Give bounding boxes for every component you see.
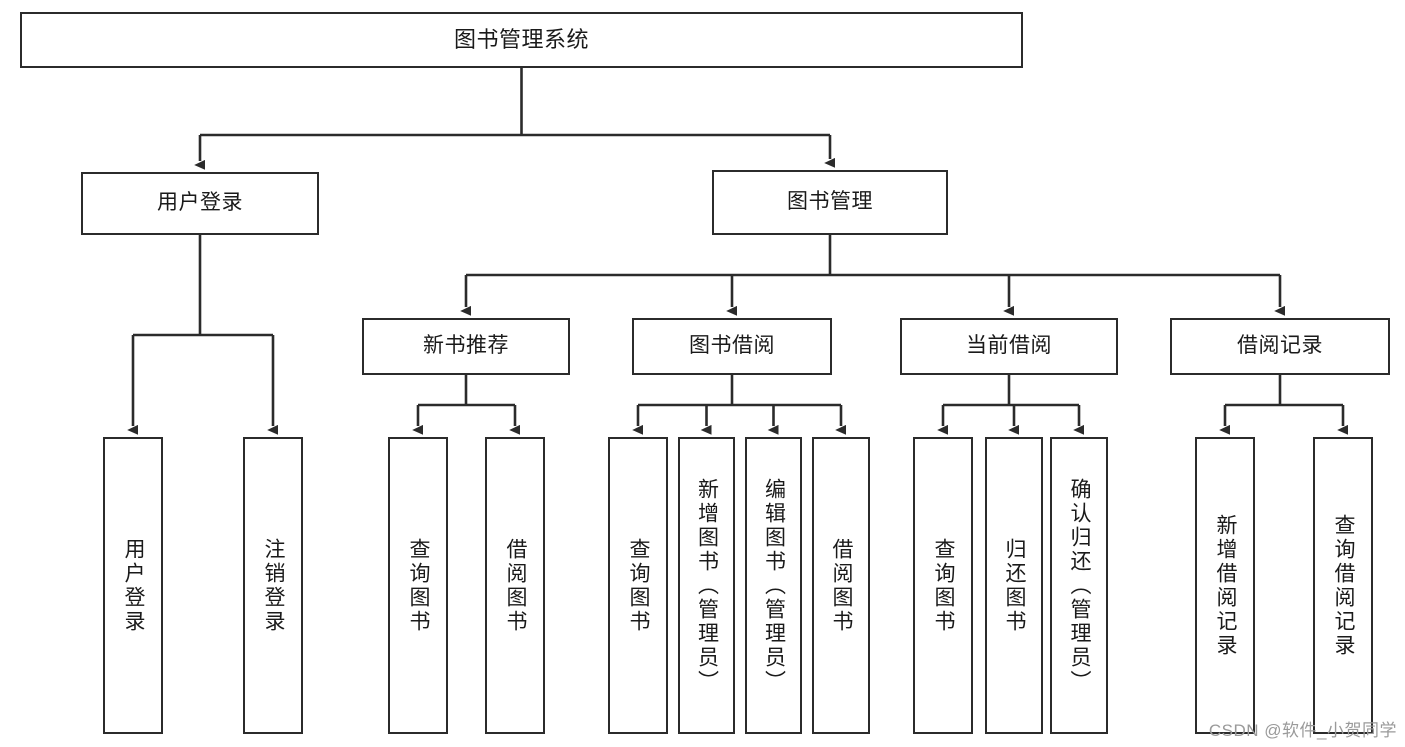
leaf-record-add-record-label: 新增借阅记录: [1214, 513, 1238, 658]
leaf-user-login-label: 用户登录: [122, 537, 146, 634]
node-user-login[interactable]: 用户登录: [81, 172, 319, 235]
leaf-borrow-edit-book-label: 编辑图书（管理员）: [762, 477, 786, 694]
node-current-borrow[interactable]: 当前借阅: [900, 318, 1118, 375]
node-borrow-record-label: 借阅记录: [1237, 334, 1323, 358]
leaf-record-query-record[interactable]: 查询借阅记录: [1313, 437, 1373, 734]
node-current-borrow-label: 当前借阅: [966, 334, 1052, 358]
node-user-login-label: 用户登录: [157, 191, 243, 215]
leaf-current-return-book-label: 归还图书: [1003, 537, 1027, 634]
leaf-user-logout[interactable]: 注销登录: [243, 437, 303, 734]
node-book-manage[interactable]: 图书管理: [712, 170, 948, 235]
leaf-current-confirm-return[interactable]: 确认归还（管理员）: [1050, 437, 1108, 734]
leaf-borrow-add-book-label: 新增图书（管理员）: [695, 477, 719, 694]
leaf-newbook-query-book-label: 查询图书: [407, 537, 431, 634]
leaf-borrow-edit-book[interactable]: 编辑图书（管理员）: [745, 437, 802, 734]
leaf-newbook-query-book[interactable]: 查询图书: [388, 437, 448, 734]
leaf-borrow-query-book[interactable]: 查询图书: [608, 437, 668, 734]
leaf-newbook-borrow-book[interactable]: 借阅图书: [485, 437, 545, 734]
leaf-record-query-record-label: 查询借阅记录: [1332, 513, 1356, 658]
node-book-borrow-label: 图书借阅: [689, 334, 775, 358]
node-borrow-record[interactable]: 借阅记录: [1170, 318, 1390, 375]
node-book-manage-label: 图书管理: [787, 190, 873, 214]
leaf-record-add-record[interactable]: 新增借阅记录: [1195, 437, 1255, 734]
watermark: CSDN @软件_小贺同学: [1208, 721, 1397, 740]
leaf-borrow-query-book-label: 查询图书: [627, 537, 651, 634]
leaf-user-login[interactable]: 用户登录: [103, 437, 163, 734]
leaf-borrow-borrow-book[interactable]: 借阅图书: [812, 437, 870, 734]
leaf-user-logout-label: 注销登录: [262, 537, 286, 634]
leaf-borrow-add-book[interactable]: 新增图书（管理员）: [678, 437, 735, 734]
leaf-borrow-borrow-book-label: 借阅图书: [830, 537, 854, 634]
leaf-current-query-book[interactable]: 查询图书: [913, 437, 973, 734]
node-book-borrow[interactable]: 图书借阅: [632, 318, 832, 375]
node-root[interactable]: 图书管理系统: [20, 12, 1023, 68]
node-new-book-recommend-label: 新书推荐: [423, 334, 509, 358]
leaf-current-return-book[interactable]: 归还图书: [985, 437, 1043, 734]
leaf-newbook-borrow-book-label: 借阅图书: [504, 537, 528, 634]
leaf-current-query-book-label: 查询图书: [932, 537, 956, 634]
node-root-label: 图书管理系统: [453, 27, 589, 53]
node-new-book-recommend[interactable]: 新书推荐: [362, 318, 570, 375]
leaf-current-confirm-return-label: 确认归还（管理员）: [1068, 477, 1092, 694]
